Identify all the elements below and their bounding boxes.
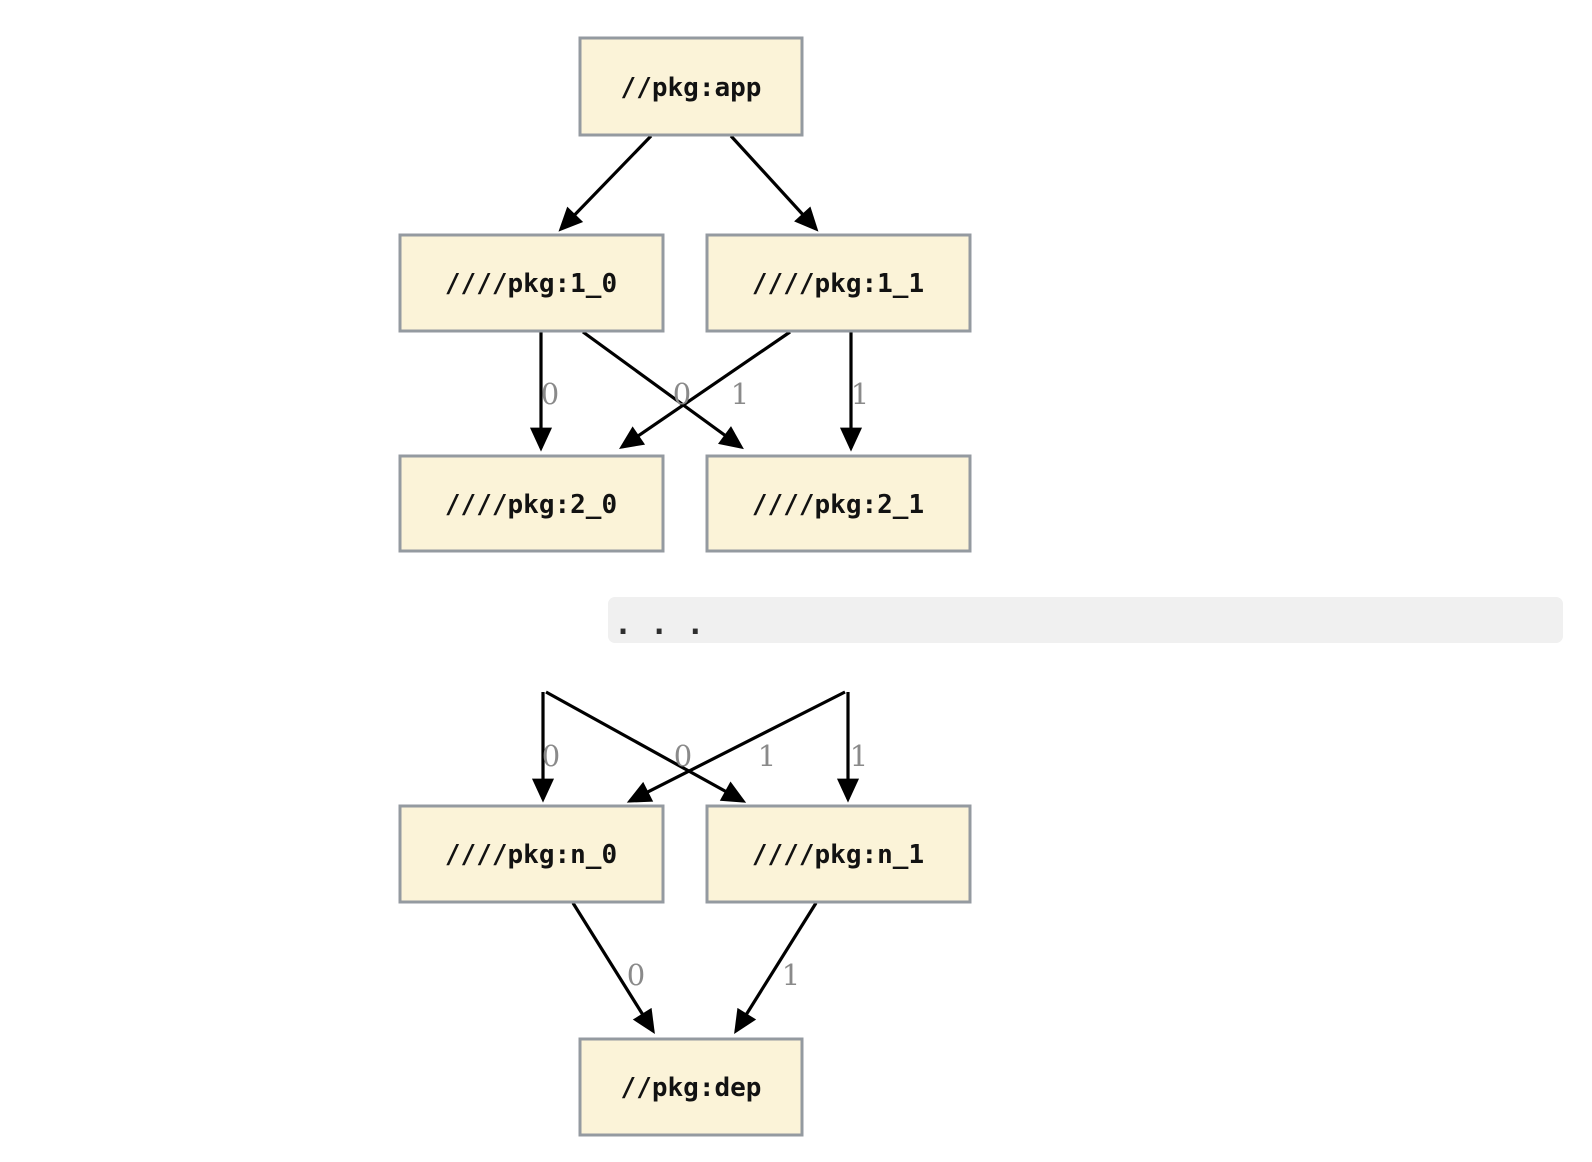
edge-label-to-n-1-cross: 1 xyxy=(758,739,776,773)
edge-group xyxy=(529,134,863,1035)
edge-label-1-0-to-2-0: 0 xyxy=(541,377,559,411)
node-pkg-2-0-box xyxy=(398,454,665,553)
node-dep-label: //pkg:dep xyxy=(621,1073,762,1103)
node-pkg-1-1-label: ////pkg:1_1 xyxy=(752,269,924,299)
node-pkg-1-0-box xyxy=(398,233,665,333)
ellipsis-label: . . . xyxy=(614,607,704,642)
edge-pkgn-0-to-dep xyxy=(571,902,655,1035)
node-pkg-n-1-box xyxy=(705,804,972,904)
edge-pkgn-1-to-dep xyxy=(734,902,818,1035)
edge-ellipsis-to-pkgn-0-cross xyxy=(626,690,846,803)
edge-app-to-pkg1-1 xyxy=(729,134,819,232)
edge-label-to-n-0-straight: 0 xyxy=(542,739,560,773)
edge-label-to-n-0-cross: 0 xyxy=(674,739,692,773)
node-pkg-n-0: ////pkg:n_0 xyxy=(398,804,665,904)
node-app: //pkg:app xyxy=(578,36,804,137)
node-dep: //pkg:dep xyxy=(578,1037,804,1137)
node-pkg-2-0: ////pkg:2_0 xyxy=(398,454,665,553)
node-pkg-1-1-box xyxy=(705,233,972,333)
node-pkg-2-1-box xyxy=(705,454,972,553)
node-app-box xyxy=(578,36,804,137)
edge-app-to-pkg1-0 xyxy=(558,134,653,232)
node-pkg-2-0-label: ////pkg:2_0 xyxy=(445,490,617,520)
edge-label-to-n-1-straight: 1 xyxy=(850,739,868,773)
node-pkg-n-1: ////pkg:n_1 xyxy=(705,804,972,904)
node-dep-box xyxy=(578,1037,804,1137)
edge-label-1-1-to-2-0: 0 xyxy=(673,377,691,411)
node-pkg-1-1: ////pkg:1_1 xyxy=(705,233,972,333)
edge-pkg1-1-to-pkg2-0 xyxy=(619,330,791,450)
node-pkg-2-1-label: ////pkg:2_1 xyxy=(752,490,924,520)
edge-label-1-1-to-2-1: 1 xyxy=(851,377,869,411)
edge-label-1-0-to-2-1: 1 xyxy=(731,377,749,411)
edge-ellipsis-to-pkgn-1-cross xyxy=(545,690,747,803)
node-pkg-n-0-box xyxy=(398,804,665,904)
node-pkg-2-1: ////pkg:2_1 xyxy=(705,454,972,553)
node-pkg-n-0-label: ////pkg:n_0 xyxy=(445,840,617,870)
edge-pkg1-0-to-pkg2-1 xyxy=(582,330,744,450)
node-app-label: //pkg:app xyxy=(621,73,762,103)
ellipsis-band: . . . xyxy=(608,597,1563,643)
node-pkg-n-1-label: ////pkg:n_1 xyxy=(752,840,924,870)
node-pkg-1-0: ////pkg:1_0 xyxy=(398,233,665,333)
ellipsis-band-box xyxy=(608,597,1563,643)
edge-label-group: 0 0 1 1 0 0 1 1 0 1 xyxy=(541,377,869,992)
edge-label-n-1-to-dep: 1 xyxy=(782,958,800,992)
node-pkg-1-0-label: ////pkg:1_0 xyxy=(445,269,617,299)
edge-label-n-0-to-dep: 0 xyxy=(627,958,645,992)
